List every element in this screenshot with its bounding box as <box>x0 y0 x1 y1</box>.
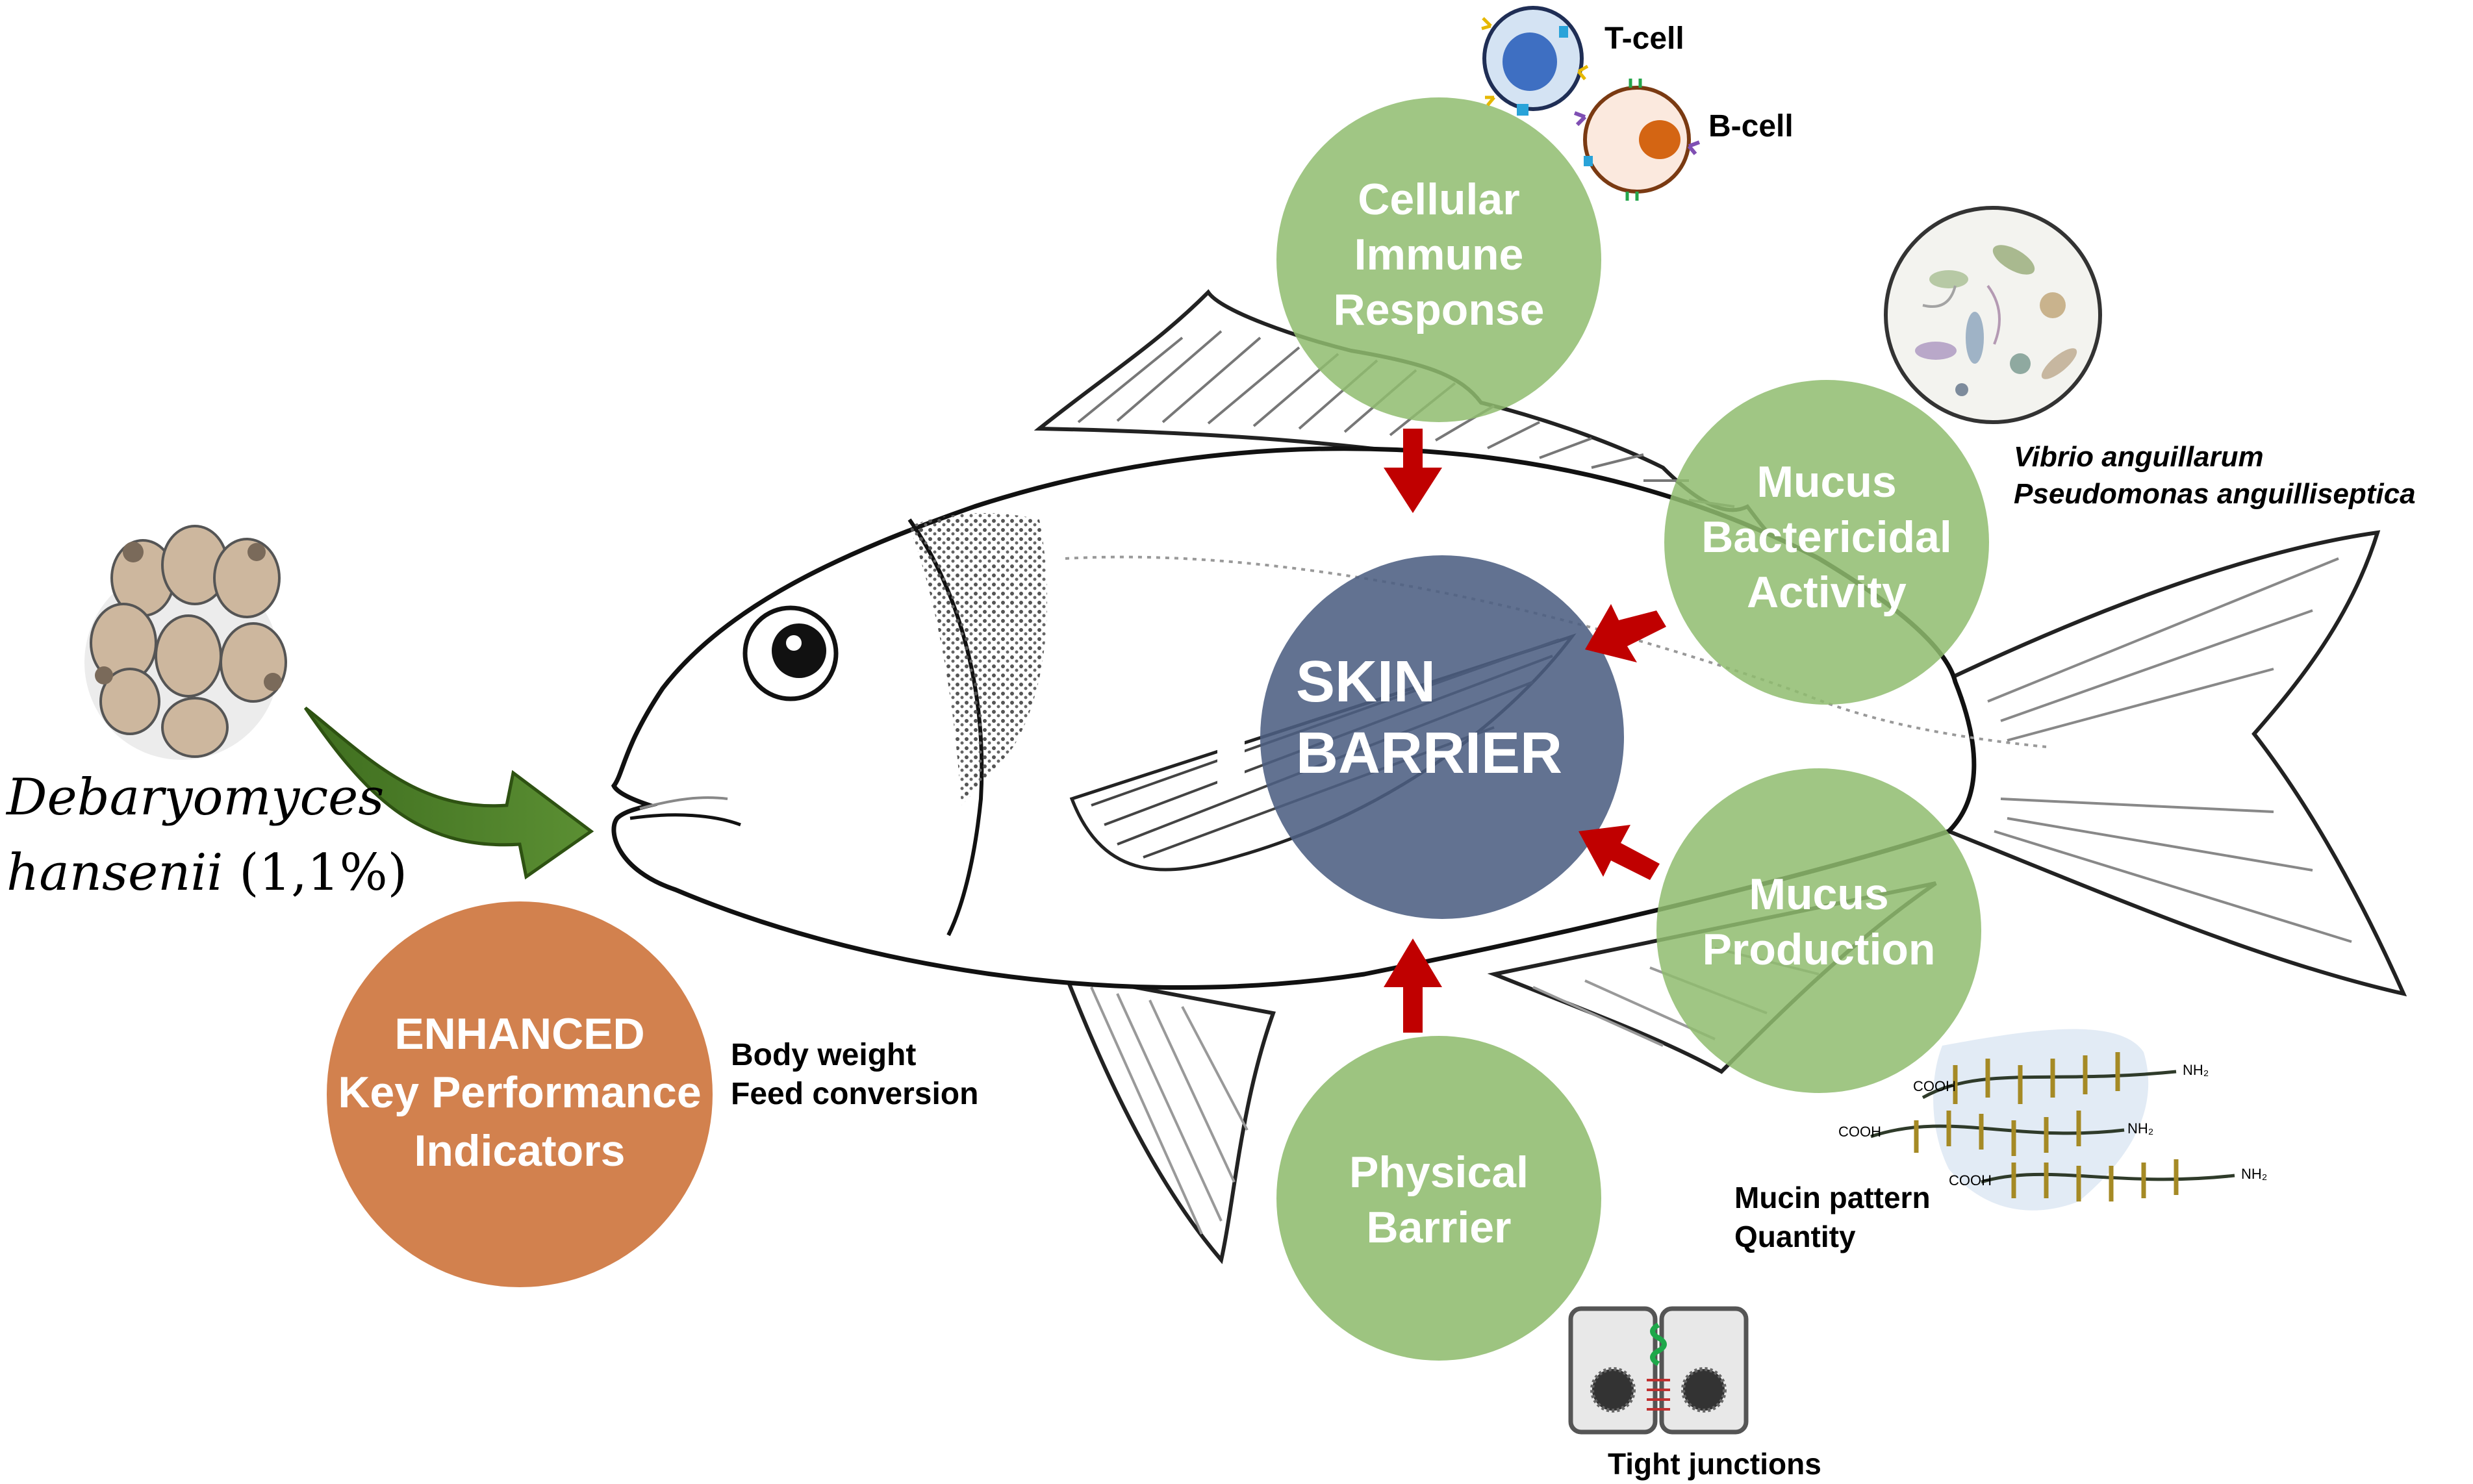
yeast-cluster-icon <box>84 525 287 760</box>
node-label: Bactericidal <box>1701 512 1952 562</box>
node-label: Barrier <box>1366 1203 1511 1252</box>
mucin-cooh-3: COOH <box>1949 1172 1992 1188</box>
mucin-cooh-1: COOH <box>1913 1078 1956 1094</box>
mucin-nh2-1: NH₂ <box>2183 1062 2209 1078</box>
node-label: Production <box>1703 925 1936 974</box>
cellular-immune-response-node: Cellular Immune Response <box>1276 97 1601 422</box>
pathogen-vibrio: Vibrio anguillarum <box>2014 441 2264 473</box>
physical-barrier-node: Physical Barrier <box>1276 1036 1601 1361</box>
mucin-nh2-2: NH₂ <box>2127 1120 2153 1137</box>
kpi-label: Key Performance <box>338 1068 701 1117</box>
kpi-label: ENHANCED <box>394 1009 644 1059</box>
tight-junction-icon <box>1568 1306 1749 1435</box>
feeding-arrow <box>303 707 594 880</box>
b-cell-label: B-cell <box>1708 109 1794 144</box>
kpi-body-weight: Body weight <box>731 1038 916 1072</box>
mucin-icon: COOH NH₂ COOH NH₂ COOH NH₂ <box>1838 1029 2267 1211</box>
arrow-from-cellular <box>1384 429 1442 513</box>
arrow-from-physical <box>1384 938 1442 1033</box>
kpi-label: Indicators <box>414 1126 626 1176</box>
mucus-production-node: Mucus Production <box>1656 768 1981 1093</box>
enhanced-kpi-node: ENHANCED Key Performance Indicators <box>327 901 713 1287</box>
center-label-line1: SKIN <box>1296 649 1436 714</box>
node-label: Response <box>1334 285 1545 334</box>
mucin-quantity-label: Quantity <box>1734 1220 1856 1253</box>
node-label: Mucus <box>1749 870 1888 919</box>
b-cell-icon <box>1573 79 1701 201</box>
bacteria-icon <box>1884 206 2102 424</box>
t-cell-label: T-cell <box>1604 21 1684 56</box>
red-arrows <box>1384 429 1666 1033</box>
increase-arrow-icon <box>1192 630 1270 789</box>
tight-junctions-label: Tight junctions <box>1608 1447 1821 1481</box>
node-label: Cellular <box>1358 175 1519 224</box>
arrow-from-production <box>1579 825 1660 880</box>
node-label: Immune <box>1354 230 1524 279</box>
node-label: Mucus <box>1756 457 1896 507</box>
species-name-line1: Debaryomyces <box>5 768 384 827</box>
mucus-bactericidal-activity-node: Mucus Bactericidal Activity <box>1664 380 1989 705</box>
species-name-line2: hansenii (1,1%) <box>6 844 407 902</box>
center-label-line2: BARRIER <box>1296 721 1562 786</box>
node-label: Activity <box>1747 568 1907 617</box>
t-cell-icon <box>1481 6 1589 116</box>
node-label: Physical <box>1349 1148 1528 1197</box>
mucin-cooh-2: COOH <box>1838 1124 1881 1140</box>
arrow-from-bactericidal <box>1585 604 1666 662</box>
pathogen-pseudomonas: Pseudomonas anguilliseptica <box>2014 478 2416 510</box>
mucin-nh2-3: NH₂ <box>2241 1166 2267 1182</box>
skin-barrier-node: SKIN BARRIER <box>1192 555 1624 919</box>
kpi-feed-conversion: Feed conversion <box>731 1077 978 1111</box>
mucin-pattern-label: Mucin pattern <box>1734 1181 1931 1214</box>
